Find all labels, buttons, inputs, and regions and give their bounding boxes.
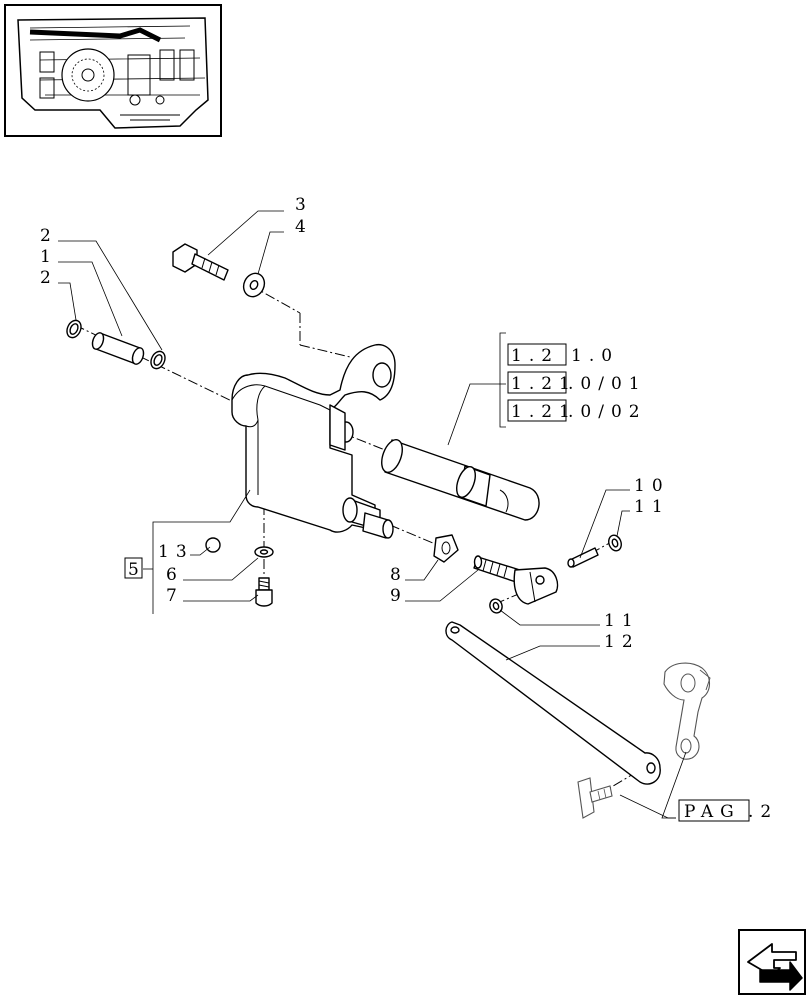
- reference-1-2-1-0-rest: 1.0: [571, 346, 619, 366]
- callout-5: 5: [128, 560, 146, 580]
- callout-2-lower: 2: [40, 268, 58, 288]
- nut-part-8: [433, 534, 459, 563]
- callout-8: 8: [390, 565, 408, 585]
- transmission-housing-thumbnail: [17, 17, 209, 129]
- callout-11-upper: 11: [634, 497, 670, 517]
- reference-pag-box: PAG: [684, 802, 741, 822]
- clip-part-11-lower: [489, 598, 503, 614]
- link-rod-part-12: [445, 621, 661, 785]
- reference-1-2-1-0[interactable]: 1.2 1.0: [507, 343, 619, 366]
- next-page-arrow-icon[interactable]: [738, 929, 806, 995]
- reference-1-2-1-0-box: 1.2: [511, 346, 559, 366]
- reference-1-21-0-01-box: 1.21: [511, 374, 577, 394]
- ball-part-13: [205, 537, 221, 553]
- callout-6: 6: [166, 565, 184, 585]
- lever-bracket-housing: [231, 343, 396, 539]
- reference-1-21-0-02-rest: .0/02: [568, 402, 647, 422]
- callout-2-upper: 2: [40, 226, 58, 246]
- callout-10: 10: [634, 476, 670, 496]
- callout-12: 12: [604, 632, 640, 652]
- reference-1-21-0-01[interactable]: 1.21 .0/01: [507, 371, 647, 394]
- callout-4: 4: [295, 217, 313, 237]
- reference-1-21-0-01-rest: .0/01: [568, 374, 647, 394]
- snap-ring-part-2-right: [150, 350, 166, 370]
- callout-7: 7: [166, 586, 184, 606]
- leader-lines: [58, 210, 687, 819]
- thumbnail-locator[interactable]: [4, 4, 222, 137]
- reference-1-21-0-02-box: 1.21: [511, 402, 577, 422]
- callout-13: 13: [158, 542, 194, 562]
- callout-9: 9: [390, 586, 408, 606]
- screw-part-7: [255, 577, 273, 607]
- reference-pag-rest: .2: [748, 802, 778, 822]
- shaft: [381, 439, 540, 521]
- clevis-part-9: [473, 555, 559, 605]
- callout-1: 1: [40, 247, 58, 267]
- clip-part-11-upper: [608, 534, 622, 552]
- callout-3: 3: [295, 195, 313, 215]
- bolt-part-3: [172, 243, 229, 281]
- callouts: 3 4 2 1 2 5 13 6 7 8 9 10 11 11 12: [40, 195, 670, 652]
- reference-1-21-0-02[interactable]: 1.21 .0/02: [507, 399, 647, 422]
- lower-lever-arm: [663, 662, 711, 760]
- callout-5-box: [124, 557, 143, 579]
- callout-11-lower: 11: [604, 611, 640, 631]
- washer-part-4: [242, 272, 266, 298]
- bushing-part-1: [91, 332, 145, 365]
- pin-part-10: [567, 547, 599, 568]
- lower-bolt: [577, 777, 613, 819]
- reference-pag-2[interactable]: PAG .2: [678, 799, 778, 822]
- washer-part-6: [254, 546, 274, 558]
- snap-ring-part-2-left: [66, 319, 82, 339]
